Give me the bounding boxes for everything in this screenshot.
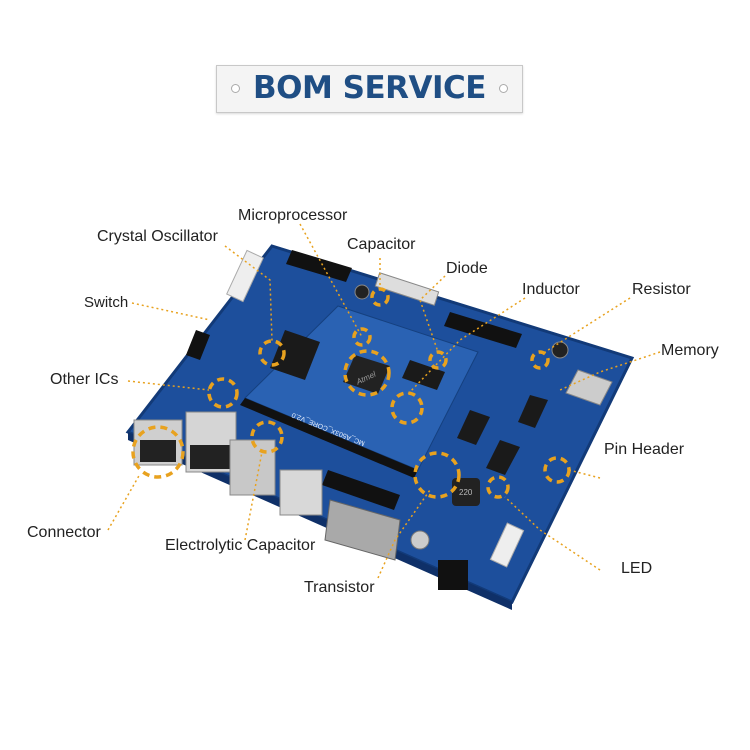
pin-header xyxy=(322,470,400,510)
highlight-marker xyxy=(543,456,571,484)
screw-hole-icon xyxy=(231,84,240,93)
board-connector-strip xyxy=(240,398,418,478)
usb-b-port xyxy=(279,469,323,516)
highlight-marker xyxy=(390,391,424,425)
label-diode: Diode xyxy=(446,260,488,277)
inductor-marking: 220 xyxy=(459,488,473,497)
title-banner: BOM SERVICE xyxy=(216,65,523,113)
highlight-marker xyxy=(131,425,185,479)
highlight-marker xyxy=(530,350,550,370)
usb-port xyxy=(229,439,276,496)
highlight-marker xyxy=(207,377,239,409)
ic-chip xyxy=(486,440,520,475)
ic-chip xyxy=(518,395,548,428)
highlight-marker xyxy=(258,339,286,367)
label-electrolytic-capacitor: Electrolytic Capacitor xyxy=(165,537,316,554)
white-connector xyxy=(226,249,264,303)
label-other-ics: Other ICs xyxy=(50,371,119,388)
pin-header xyxy=(286,250,352,282)
electrolytic-capacitor xyxy=(551,341,569,359)
label-microprocessor: Microprocessor xyxy=(238,207,348,224)
label-memory: Memory xyxy=(661,342,719,359)
highlight-marker xyxy=(250,420,284,454)
memory-chip xyxy=(402,360,445,390)
label-resistor: Resistor xyxy=(632,281,691,298)
atmel-chip xyxy=(343,355,390,394)
highlight-marker xyxy=(343,349,391,397)
screw-hole-icon xyxy=(499,84,508,93)
page-title: BOM SERVICE xyxy=(253,70,486,106)
label-pin-header: Pin Header xyxy=(604,441,685,458)
pin-header xyxy=(186,330,210,360)
label-inductor: Inductor xyxy=(522,281,580,298)
label-capacitor: Capacitor xyxy=(347,236,416,253)
cpu-chip xyxy=(270,330,320,380)
power-jack xyxy=(438,560,468,590)
highlight-marker xyxy=(352,327,372,347)
db9-connector xyxy=(324,499,401,561)
highlight-marker xyxy=(428,350,448,370)
highlight-marker xyxy=(486,475,510,499)
label-switch: Switch xyxy=(84,294,129,311)
label-connector: Connector xyxy=(27,524,101,541)
white-connector xyxy=(489,522,525,568)
label-led: LED xyxy=(621,560,653,577)
pin-header xyxy=(444,312,522,348)
leader-lines xyxy=(107,223,661,579)
label-crystal-oscillator: Crystal Oscillator xyxy=(97,228,218,245)
electrolytic-capacitor xyxy=(410,530,430,550)
pcb-board-edge xyxy=(128,432,512,610)
highlight-marker xyxy=(413,451,461,499)
highlight-marker xyxy=(370,287,390,307)
ic-chip xyxy=(457,410,490,445)
label-transistor: Transistor xyxy=(304,579,375,596)
electrolytic-capacitor xyxy=(354,284,370,300)
inductor-component xyxy=(452,478,480,506)
